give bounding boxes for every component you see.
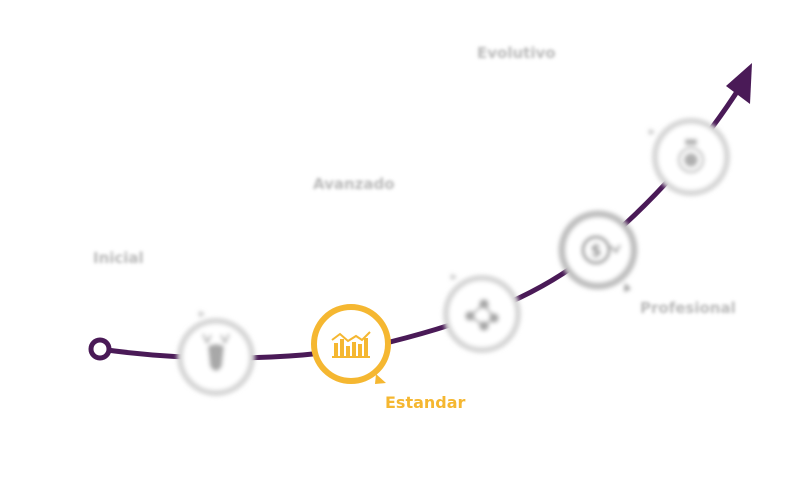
dollar-cycle-icon: $ — [581, 235, 621, 265]
stage-label-avanzado: Avanzado — [313, 175, 395, 193]
stopwatch-icon — [678, 139, 704, 173]
stage-node-estandar[interactable] — [311, 304, 391, 384]
stage-label-profesional: Profesional — [640, 299, 736, 317]
network-nodes-icon — [465, 299, 499, 331]
bar-chart-icon — [331, 331, 371, 358]
stage-node-inicial[interactable] — [177, 311, 255, 396]
stage-label-inicial: Inicial — [93, 249, 144, 267]
curve-start-marker — [88, 337, 112, 361]
stage-label-estandar: Estandar — [385, 393, 466, 412]
deer-head-icon — [202, 333, 230, 371]
stage-node-profesional[interactable]: $ — [558, 210, 638, 292]
stage-node-evolutivo[interactable] — [649, 118, 730, 196]
curve-arrow-head — [726, 63, 752, 104]
stage-node-avanzado[interactable] — [443, 274, 521, 353]
svg-text:$: $ — [590, 241, 602, 261]
stage-label-evolutivo: Evolutivo — [477, 44, 556, 62]
